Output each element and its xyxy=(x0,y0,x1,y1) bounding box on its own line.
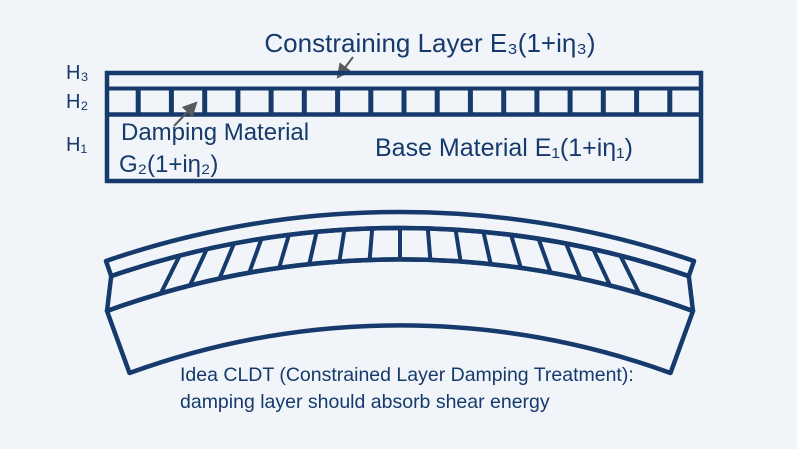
damping-material-label-line2: G₂(1+iη₂) xyxy=(119,151,218,178)
curved-base-layer xyxy=(104,257,696,376)
shear-hatch-lines xyxy=(158,228,642,296)
damping-material-label-line1: Damping Material xyxy=(121,119,309,146)
idea-caption-line1: Idea CLDT (Constrained Layer Damping Tre… xyxy=(180,364,634,386)
idea-caption-line2: damping layer should absorb shear energy xyxy=(180,391,550,413)
base-material-label: Base Material E₁(1+iη₁) xyxy=(375,134,633,162)
constraining-layer-title: Constraining Layer E₃(1+iη₃) xyxy=(264,28,595,58)
curved-beam-diagram: Idea CLDT (Constrained Layer Damping Tre… xyxy=(103,209,697,413)
beam-outline-rect xyxy=(104,70,704,184)
h3-thickness-label: H₃ xyxy=(66,62,89,84)
damping-cell-divider-lines xyxy=(135,88,673,115)
h1-thickness-label: H₁ xyxy=(66,134,87,156)
damping-pointer-arrow xyxy=(173,101,198,127)
h2-thickness-label: H₂ xyxy=(66,91,88,113)
flat-beam-diagram: Constraining Layer E₃(1+iη₃) H₃ H₂ H₁ Da… xyxy=(66,28,704,184)
